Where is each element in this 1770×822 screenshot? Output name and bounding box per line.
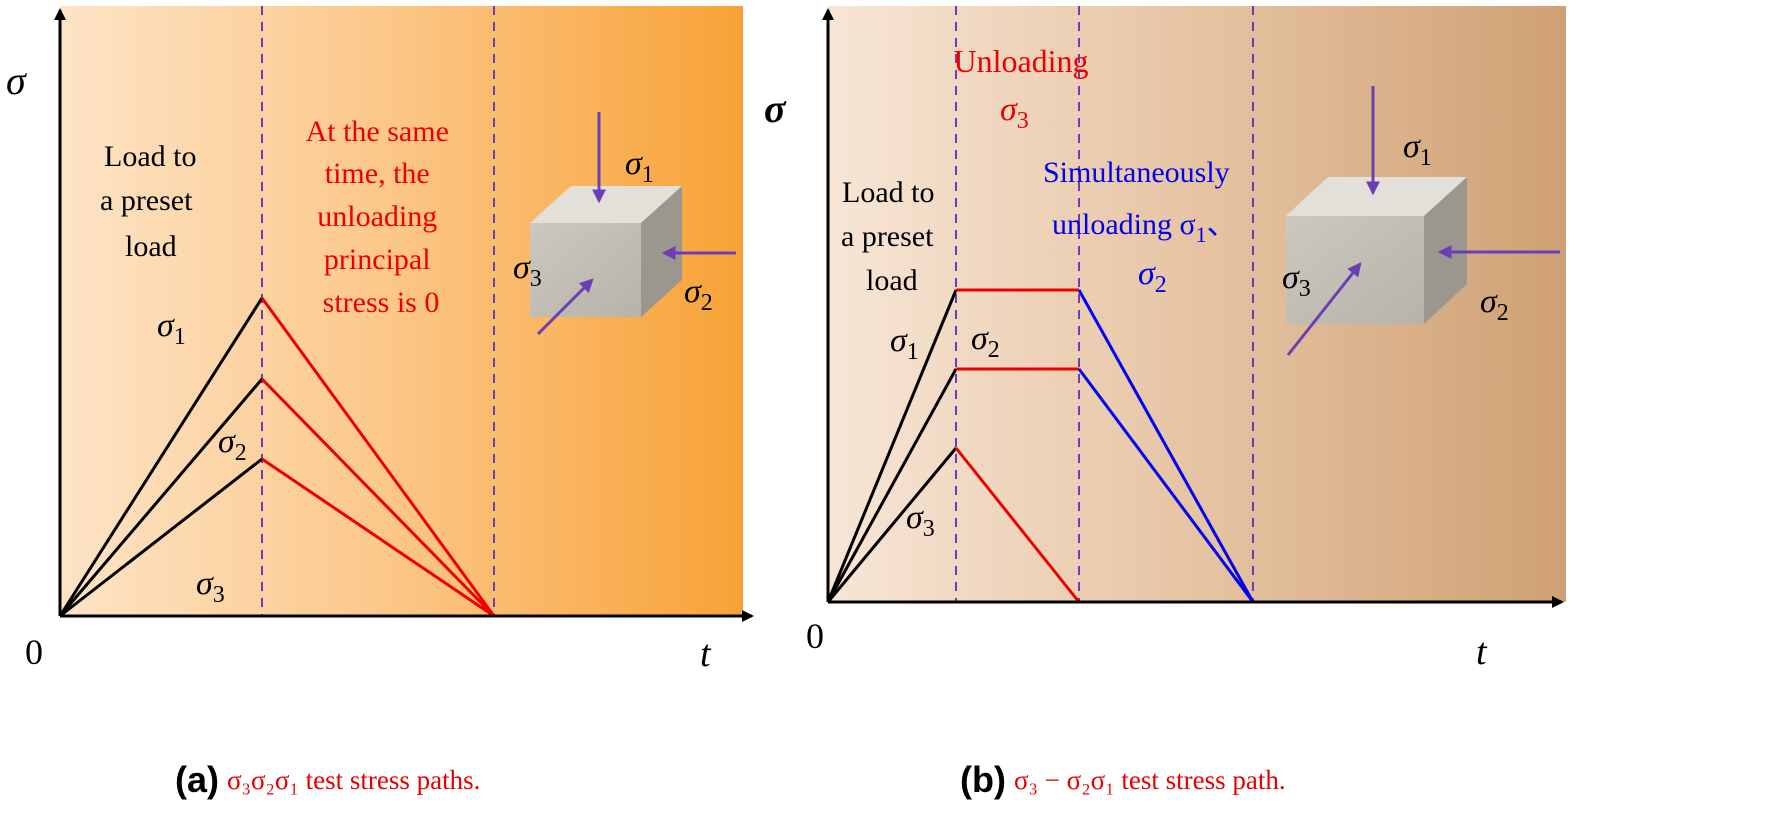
- panel-b-x-axis-label: t: [1476, 631, 1488, 673]
- panel-b-load-sigma3: [826, 447, 958, 603]
- panel-b-background: [828, 6, 1566, 602]
- panel-a-unload-text: At the same time, the unloading principa…: [306, 115, 457, 319]
- panel-a-sigma3-force-arrow: [536, 278, 594, 336]
- panel-a-load-sigma3: [59, 457, 263, 618]
- panel-b-caption: (b) σ₃ − σ₂σ₁ test stress path.: [960, 752, 1286, 808]
- panel-b-caption-label: (b): [960, 759, 1006, 800]
- panel-a-cube-label-sigma2: σ2: [684, 273, 713, 316]
- panel-a-curve-label-sigma3: σ3: [196, 565, 225, 608]
- panel-b-cube-label-sigma1: σ1: [1403, 128, 1432, 171]
- panel-b-cube-top: [1286, 177, 1467, 216]
- panel-b-cube-label-sigma2: σ2: [1480, 283, 1509, 326]
- panel-a-specimen-cube: [530, 186, 682, 317]
- panel-b-curve-label-sigma1: σ1: [890, 322, 919, 365]
- panel-a-x-axis-label: t: [700, 633, 712, 675]
- panel-a-origin-label: 0: [25, 632, 43, 672]
- panel-a-load-sigma1: [58, 297, 264, 617]
- panel-b-load-sigma2: [826, 368, 958, 603]
- panel-a-cube-side: [641, 186, 682, 317]
- panel-a-load-sigma2: [58, 378, 264, 617]
- panel-b-simultaneously-text: Simultaneously: [1043, 156, 1230, 189]
- panel-a-y-axis-label: σ: [6, 58, 27, 103]
- panel-b-curve-label-sigma2: σ2: [971, 320, 1000, 363]
- panel-a: σ t 0 Load to a preset load At the same …: [6, 6, 754, 675]
- panel-b-load-text: Load to a preset load: [841, 176, 942, 297]
- panel-b-simul-unloading-text: unloading σ1、: [1052, 208, 1237, 247]
- panel-b-simul-sigma2: σ2: [1138, 255, 1167, 298]
- panel-b-unloading-sigma: σ3: [1000, 91, 1029, 134]
- panel-a-cube-top: [530, 186, 682, 223]
- panel-b-caption-text: σ₃ − σ₂σ₁ test stress path.: [1013, 764, 1286, 795]
- panel-a-caption-text: σ₃σ₂σ₁ test stress paths.: [227, 764, 481, 795]
- panel-b-specimen-cube: [1286, 177, 1467, 324]
- panel-a-caption-label: (a): [175, 759, 219, 800]
- panel-b-unload-sigma1: [1077, 289, 1255, 603]
- panel-b-cube-label-sigma3: σ3: [1282, 259, 1311, 302]
- panel-a-cube-label-sigma1: σ1: [625, 145, 654, 188]
- panel-b-curve-label-sigma3: σ3: [906, 499, 935, 542]
- panel-a-unload-sigma1: [260, 297, 496, 617]
- panel-a-cube-front: [530, 223, 641, 317]
- panel-a-curve-label-sigma1: σ1: [157, 307, 186, 350]
- panel-b-y-axis-label: σ: [764, 86, 787, 131]
- panel-a-load-text: Load to a preset load: [100, 140, 204, 263]
- panel-a-unload-sigma2: [260, 377, 496, 618]
- panel-b-unload-sigma2: [1077, 368, 1255, 603]
- panel-b-sigma3-force-arrow: [1286, 262, 1362, 356]
- panel-b-unloading-text: Unloading: [953, 43, 1088, 79]
- panel-a-cube-label-sigma3: σ3: [513, 249, 542, 292]
- panel-b-load-sigma1: [826, 289, 958, 603]
- panel-b-unload-sigma3: [954, 447, 1081, 603]
- panel-a-curve-label-sigma2: σ2: [218, 423, 247, 466]
- panel-b-origin-label: 0: [806, 616, 824, 656]
- panel-a-unload-sigma3: [261, 457, 495, 618]
- panel-b: σ t 0 Unloading σ3 Load to a preset load…: [764, 6, 1566, 673]
- panel-a-caption: (a) σ₃σ₂σ₁ test stress paths.: [175, 752, 480, 808]
